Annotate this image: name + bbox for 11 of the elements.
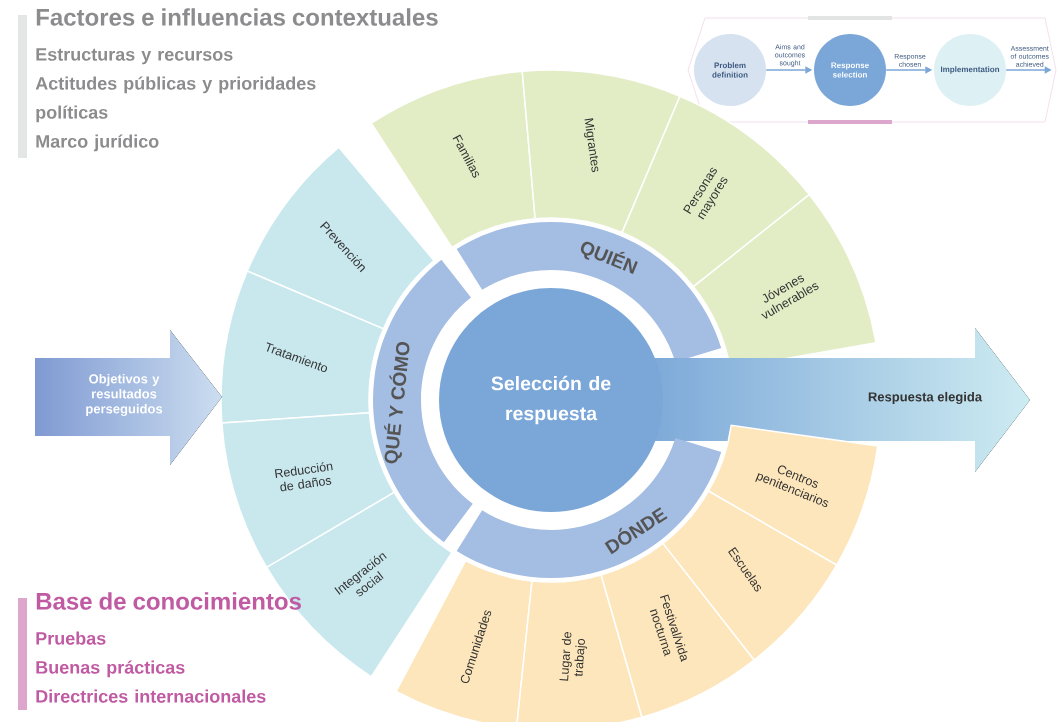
ring-band: QUÉ Y CÓMO xyxy=(373,259,473,543)
node-label: Factores e influencias contextuales xyxy=(36,8,438,26)
node-label: Estructuras y recursos xyxy=(36,48,233,65)
ring-segment: Lugar de trabajo xyxy=(515,574,643,722)
node-label: Buenas prácticas xyxy=(36,660,185,678)
node-label: Directrices internacionales xyxy=(36,689,266,703)
ring-segment: Migrantes xyxy=(521,69,681,234)
node-label: Pruebas xyxy=(36,631,106,645)
node-label: Actitudes públicas y prioridades políticas xyxy=(35,76,316,123)
node-label: Lugar de trabajo xyxy=(559,632,587,681)
node-label: Marco jurídico xyxy=(36,134,159,152)
